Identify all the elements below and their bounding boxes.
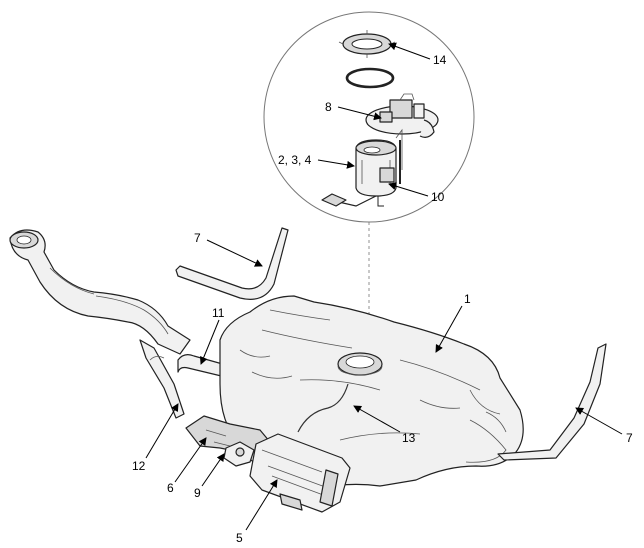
- canister: [249, 433, 351, 513]
- leader-10: [388, 182, 429, 197]
- callout-7-left: 7: [194, 231, 201, 245]
- leader-14: [388, 42, 431, 60]
- callout-12: 12: [132, 459, 146, 473]
- callout-7-right: 7: [626, 431, 633, 445]
- callout-2-3-4: 2, 3, 4: [278, 153, 312, 167]
- callout-6: 6: [167, 481, 174, 495]
- leader-13: [353, 405, 401, 433]
- tank-strap-left: [175, 227, 289, 300]
- leader-1: [435, 305, 463, 353]
- leader-12: [145, 403, 179, 459]
- leader-234: [317, 159, 355, 169]
- callout-14: 14: [433, 53, 447, 67]
- leader-7a: [206, 239, 263, 267]
- fuel-level-sender: [321, 193, 384, 207]
- callout-8: 8: [325, 100, 332, 114]
- fuel-tank-inner-line: [297, 383, 349, 433]
- callout-13: 13: [402, 431, 416, 445]
- leader-7b: [575, 407, 623, 435]
- leader-6: [174, 437, 207, 483]
- callout-10: 10: [431, 190, 445, 204]
- fuel-pump-gasket: [345, 67, 395, 89]
- leader-11: [199, 319, 220, 365]
- callout-9: 9: [194, 486, 201, 500]
- callout-1: 1: [464, 292, 471, 306]
- leader-lines: [145, 42, 623, 531]
- leader-9: [201, 453, 225, 487]
- tank-strap-right: [497, 343, 607, 461]
- callout-5: 5: [236, 531, 243, 545]
- leader-5: [245, 479, 278, 531]
- fuel-filler-neck: [9, 229, 191, 419]
- callout-labels: 14 8 2, 3, 4 10 7 1 11 13 7 12 6 9 5: [132, 53, 633, 545]
- leader-8: [337, 106, 382, 121]
- callout-11: 11: [212, 306, 225, 320]
